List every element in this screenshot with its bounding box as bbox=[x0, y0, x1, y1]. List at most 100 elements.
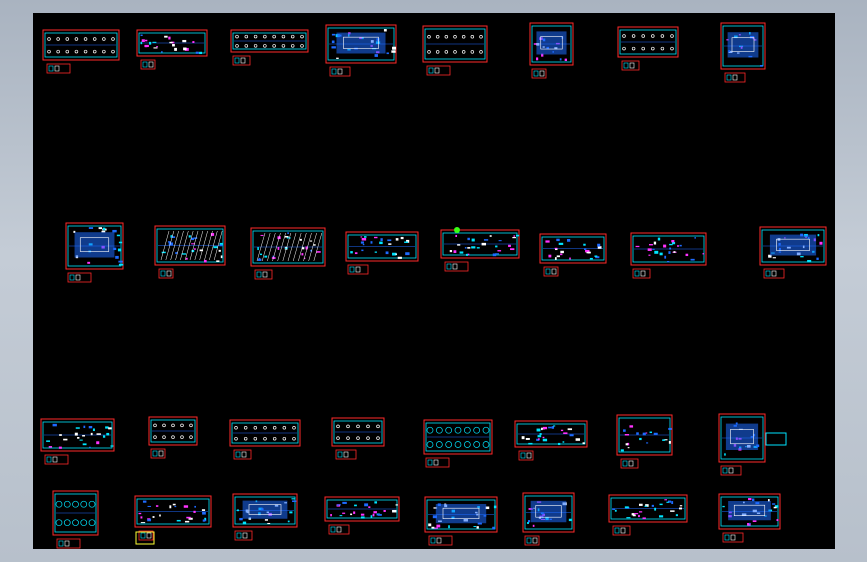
title-block bbox=[335, 449, 357, 460]
detail-mark bbox=[624, 433, 630, 436]
detail-mark bbox=[287, 520, 290, 523]
detail-mark bbox=[669, 243, 673, 246]
cad-model-space-canvas[interactable] bbox=[33, 13, 835, 549]
view-symbol bbox=[240, 57, 246, 64]
detail-mark bbox=[46, 440, 50, 442]
detail-mark bbox=[690, 258, 695, 261]
hole bbox=[454, 426, 462, 434]
detail-mark bbox=[670, 510, 675, 512]
hole bbox=[426, 426, 434, 434]
detail-mark bbox=[82, 443, 87, 446]
detail-mark bbox=[624, 506, 629, 509]
hole bbox=[253, 436, 258, 441]
detail-mark bbox=[203, 259, 207, 263]
sheet-border bbox=[514, 420, 588, 448]
drawing-sheet bbox=[232, 493, 298, 541]
detail-mark bbox=[301, 253, 304, 256]
drawing-sheet bbox=[250, 227, 326, 280]
hole bbox=[427, 50, 431, 54]
detail-mark bbox=[748, 522, 751, 525]
view-symbol bbox=[446, 263, 452, 270]
drawing-sheet bbox=[514, 420, 588, 461]
detail-mark bbox=[117, 248, 122, 252]
detail-mark bbox=[220, 255, 223, 259]
hole bbox=[47, 37, 51, 41]
drawing-sheet bbox=[759, 226, 827, 279]
view-symbol bbox=[336, 526, 342, 533]
title-block bbox=[232, 55, 251, 66]
detail-mark bbox=[202, 511, 206, 515]
detail-mark bbox=[773, 506, 777, 509]
drawing-sheet bbox=[229, 419, 301, 460]
drawing-sheet bbox=[148, 416, 198, 459]
detail-mark bbox=[305, 246, 308, 250]
hole bbox=[463, 441, 471, 448]
detail-mark bbox=[331, 46, 336, 49]
hole bbox=[660, 46, 665, 51]
hole bbox=[461, 50, 466, 54]
detail-mark bbox=[651, 504, 654, 507]
title-block bbox=[426, 65, 451, 76]
hole bbox=[376, 436, 380, 440]
detail-mark bbox=[722, 505, 725, 508]
view-symbol bbox=[539, 70, 545, 77]
detail-mark bbox=[395, 238, 399, 241]
title-block bbox=[543, 266, 559, 277]
detail-mark bbox=[191, 237, 195, 241]
detail-mark bbox=[353, 511, 356, 514]
title-block bbox=[518, 450, 534, 461]
sheet-border bbox=[616, 414, 673, 456]
detail-mark bbox=[485, 506, 490, 510]
part-outline bbox=[722, 25, 764, 67]
hatch-line bbox=[303, 232, 312, 262]
hole bbox=[263, 34, 267, 39]
detail-mark bbox=[432, 515, 437, 519]
hole bbox=[292, 436, 296, 441]
detail-mark bbox=[174, 47, 177, 51]
hole bbox=[473, 441, 481, 448]
detail-mark bbox=[87, 261, 91, 264]
detail-mark bbox=[528, 508, 533, 510]
detail-mark bbox=[170, 235, 173, 238]
detail-mark bbox=[188, 517, 193, 520]
detail-mark bbox=[632, 514, 636, 517]
detail-mark bbox=[625, 443, 628, 446]
hole bbox=[243, 426, 248, 430]
detail-mark bbox=[405, 252, 410, 256]
hole bbox=[263, 436, 267, 441]
detail-mark bbox=[172, 503, 176, 506]
detail-mark bbox=[395, 504, 398, 506]
detail-mark bbox=[464, 247, 467, 249]
drawing-sheet bbox=[422, 25, 488, 76]
hole bbox=[63, 500, 71, 508]
detail-mark bbox=[264, 519, 269, 521]
detail-mark bbox=[679, 505, 683, 507]
hole bbox=[272, 34, 276, 39]
title-block bbox=[329, 66, 351, 77]
hole bbox=[189, 435, 193, 439]
drawing-sheet bbox=[630, 232, 707, 279]
part-body bbox=[336, 32, 386, 54]
detail-mark bbox=[776, 519, 779, 521]
view-symbol bbox=[551, 268, 557, 275]
hole bbox=[244, 34, 249, 39]
sheet-border bbox=[136, 29, 208, 57]
detail-mark bbox=[657, 237, 661, 241]
accent-marker bbox=[135, 531, 155, 545]
hatch-line bbox=[170, 230, 179, 261]
detail-mark bbox=[612, 508, 616, 510]
detail-mark bbox=[539, 433, 542, 435]
row-1 bbox=[42, 22, 766, 83]
detail-mark bbox=[360, 516, 365, 519]
detail-mark bbox=[483, 239, 489, 241]
hatch-line bbox=[204, 230, 213, 261]
detail-mark bbox=[473, 525, 477, 528]
detail-mark bbox=[373, 511, 377, 514]
sheet-border bbox=[40, 418, 115, 452]
detail-mark bbox=[380, 238, 383, 241]
detail-mark bbox=[364, 236, 367, 238]
drawing-sheet bbox=[345, 231, 419, 275]
view-symbol bbox=[140, 532, 146, 539]
detail-mark bbox=[370, 515, 373, 518]
detail-mark bbox=[96, 433, 101, 435]
